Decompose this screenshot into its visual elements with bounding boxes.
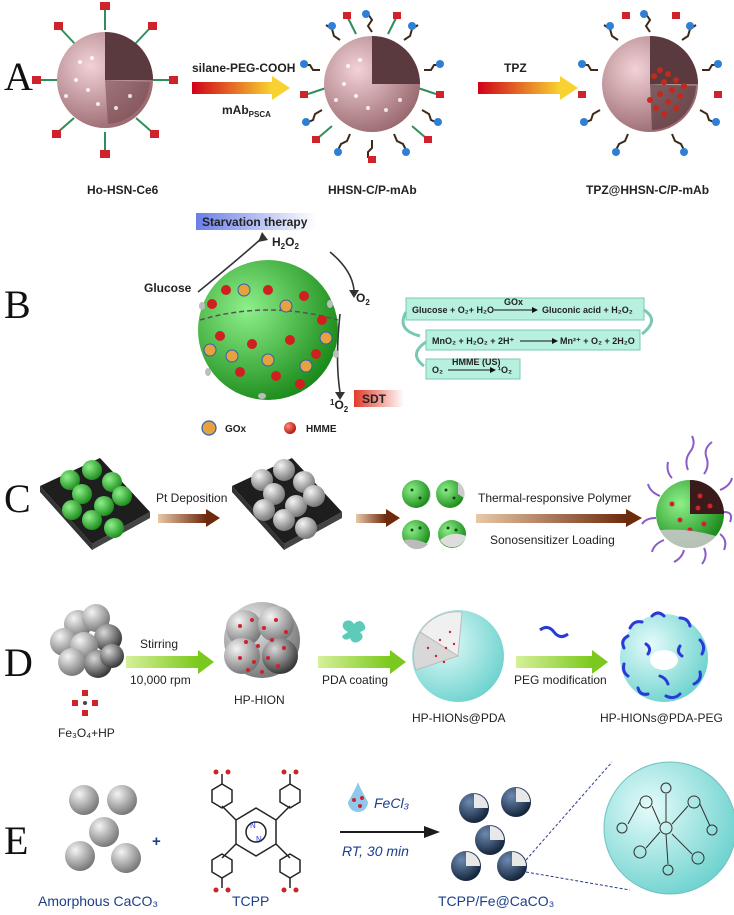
- label-ho-hsn-ce6: Ho-HSN-Ce6: [87, 183, 159, 197]
- eq2-left: MnO₂ + H₂O₂ + 2H⁺: [432, 336, 515, 346]
- label-tcpp-fe-caco3: TCPP/Fe@CaCO₃: [438, 893, 554, 909]
- eq1-right: Gluconic acid + H₂O₂: [542, 305, 633, 315]
- particle-tpz-hhsn-c-p-mab: [578, 10, 722, 156]
- gox-legend-icon: [201, 420, 217, 436]
- eq2-right: Mn²⁺ + O₂ + 2H₂O: [560, 336, 635, 346]
- h2o2-label: H2O2: [272, 235, 299, 251]
- janus-particles: [402, 480, 466, 550]
- svg-text:N: N: [250, 821, 256, 830]
- reaction-arrow: [340, 782, 440, 838]
- arrow-c2: [356, 514, 386, 523]
- panel-c: C Pt Deposition: [4, 435, 733, 565]
- arrow-c1-label: Pt Deposition: [156, 491, 227, 505]
- panel-letter-b: B: [4, 282, 31, 327]
- arrow-d1-label-top: Stirring: [140, 637, 178, 651]
- equations: Glucose + O₂+ H₂O GOx Gluconic acid + H₂…: [401, 297, 653, 380]
- label-fe3o4-hp: Fe₃O₄+HP: [58, 726, 115, 740]
- label-hp-hions-pda: HP-HIONs@PDA: [412, 711, 506, 725]
- substrate-pt: [232, 458, 342, 550]
- arrow-d2: [318, 656, 390, 668]
- panel-letter-d: D: [4, 640, 33, 685]
- arrow-d1-label-bottom: 10,000 rpm: [130, 673, 191, 687]
- amorphous-caco3-spheres: [65, 785, 141, 873]
- panel-e: E Amorphous CaCO₃ + N N: [4, 761, 734, 909]
- arrow-c1: [158, 514, 206, 523]
- label-tcpp: TCPP: [232, 893, 269, 909]
- particle-ho-hsn-ce6: [32, 2, 178, 158]
- tcpp-molecule: N N: [211, 769, 301, 893]
- arrow-a1: [192, 76, 290, 100]
- svg-text:N: N: [256, 835, 262, 844]
- glucose-label: Glucose: [144, 281, 192, 295]
- arrow-c3-top-label: Thermal-responsive Polymer: [478, 491, 631, 505]
- label-tpz-hhsn-c-p-mab: TPZ@HHSN-C/P-mAb: [586, 183, 709, 197]
- sdt-label: SDT: [362, 392, 387, 406]
- tcpp-fe-caco3-spheres: [451, 787, 531, 881]
- eq3-right: ¹O₂: [498, 365, 512, 375]
- substrate-green: [40, 458, 150, 550]
- label-hhsn-c-p-mab: HHSN-C/P-mAb: [328, 183, 417, 197]
- zoom-line-top: [525, 761, 613, 861]
- arrow-a1-top-label: silane-PEG-COOH: [192, 61, 295, 75]
- zoom-circle: [603, 761, 734, 895]
- condition-label: RT, 30 min: [342, 843, 409, 859]
- arrow-c3-bottom-label: Sonosensitizer Loading: [490, 533, 615, 547]
- reagent-label: FeCl₃: [374, 795, 410, 811]
- eq3-catalyst: HMME (US): [452, 357, 501, 367]
- starvation-banner: [196, 213, 316, 230]
- eq3-left: O₂: [432, 365, 443, 375]
- arrow-d3-label: PEG modification: [514, 673, 607, 687]
- arrow-d2-label: PDA coating: [322, 673, 388, 687]
- arrow-d1: [126, 656, 198, 668]
- starvation-label: Starvation therapy: [202, 215, 308, 229]
- panel-letter-c: C: [4, 476, 31, 521]
- panel-letter-a: A: [4, 54, 33, 99]
- fe3o4-cluster: [50, 604, 124, 678]
- panel-a: A Ho-HSN-Ce6: [4, 2, 722, 197]
- hp-hion-cluster: [224, 602, 300, 678]
- eq1-left: Glucose + O₂+ H₂O: [412, 305, 494, 315]
- zoom-line-bottom: [525, 871, 631, 891]
- arrow-a2-top-label: TPZ: [504, 61, 527, 75]
- o2-label: O2: [356, 291, 370, 307]
- hp-molecule-icon: [72, 690, 98, 716]
- hp-hions-pda-particle: [412, 610, 504, 702]
- label-amorphous-caco3: Amorphous CaCO₃: [38, 893, 158, 909]
- polymer-coated-particle: [641, 435, 733, 565]
- arrow-c3: [476, 514, 626, 523]
- pda-icon: [342, 620, 366, 643]
- singlet-oxygen-label: 1O2: [330, 398, 349, 414]
- plus-sign: +: [152, 833, 161, 850]
- hmme-legend-label: HMME: [306, 424, 337, 435]
- arrow-a2: [478, 76, 578, 100]
- arrow-a1-bottom-label: mAbPSCA: [222, 103, 271, 119]
- arrow-d3: [516, 656, 592, 668]
- hp-hions-pda-peg-particle: [620, 611, 708, 702]
- hmme-legend-icon: [284, 422, 296, 434]
- gox-legend-label: GOx: [225, 424, 247, 435]
- panel-d: D Fe₃O₄+HP Stirring 10,000 rpm: [4, 602, 723, 740]
- label-hp-hion: HP-HION: [234, 693, 285, 707]
- b-sphere: [198, 260, 339, 400]
- eq1-catalyst: GOx: [504, 297, 523, 307]
- sdt-banner: [354, 390, 404, 407]
- particle-hhsn-c-p-mab: [300, 10, 444, 163]
- peg-icon: [539, 625, 569, 639]
- panel-b: B Starvation therapy H2O2 Glucose O2: [4, 213, 653, 436]
- panel-letter-e: E: [4, 818, 28, 863]
- label-hp-hions-pda-peg: HP-HIONs@PDA-PEG: [600, 711, 723, 725]
